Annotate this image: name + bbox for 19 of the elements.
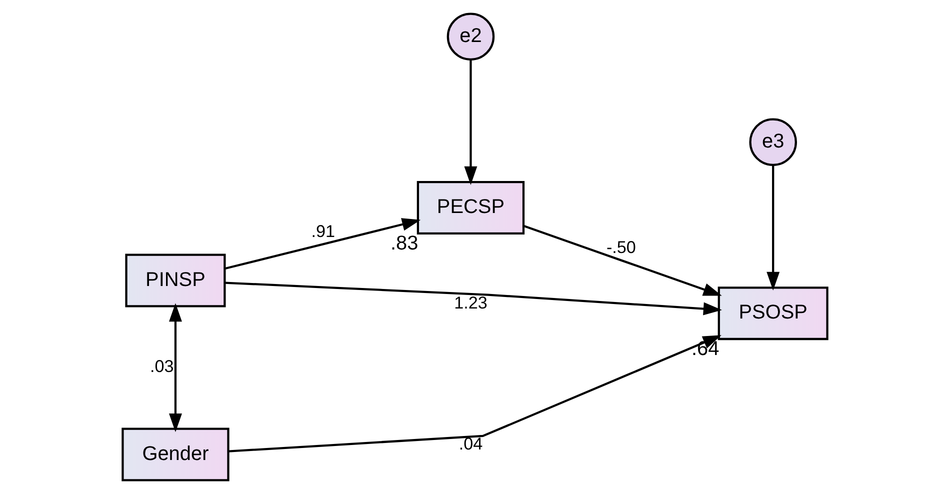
edge-label: .91 xyxy=(310,222,334,242)
edge-label: .04 xyxy=(458,434,482,454)
edge-label: 1.23 xyxy=(454,293,487,312)
arrow xyxy=(464,60,477,185)
node-circle: e3 xyxy=(748,118,796,166)
node-box: Gender xyxy=(121,428,229,482)
node-label: .83 xyxy=(390,232,418,254)
arrow xyxy=(228,335,721,452)
arrow xyxy=(168,303,182,432)
node-box: PSOSP xyxy=(717,286,828,340)
edge-label: -.50 xyxy=(606,238,636,257)
node-box: PECSP xyxy=(416,181,524,235)
arrow xyxy=(766,165,780,290)
arrow xyxy=(224,218,420,270)
arrow xyxy=(224,282,722,316)
node-circle: e2 xyxy=(446,12,494,60)
node-box: PINSP xyxy=(124,254,226,308)
arrow xyxy=(522,224,722,296)
edge-label: .03 xyxy=(150,356,174,376)
